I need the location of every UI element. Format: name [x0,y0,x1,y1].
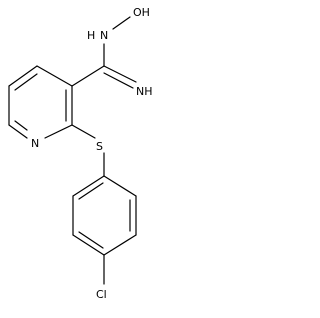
chlorine-substituent: Cl [96,254,107,301]
pyridine-bond-c4-c5-inner [14,73,38,91]
phenyl-bond-6-1 [103,175,137,197]
phenyl-bond-1-2 [72,175,105,197]
pyridine-bond-c6-n1-inner [14,120,28,131]
pyridine-bond-n1-c2 [44,124,73,139]
pyridine-bond-c4-c5 [8,65,38,87]
bond-amidine-carbon-imine-second [103,72,134,89]
chemical-structure-diagram: OH N H NH N S Cl [8,6,153,301]
pyridine-bond-c6-n1 [8,124,28,139]
phenyl-bond-3-4 [72,234,105,256]
pyridine-n-label: N [31,137,39,150]
thioether-linkage: S [71,124,105,177]
bond-c3-amidine-carbon [71,65,105,87]
imine-label: NH [136,85,153,98]
amidoxime-n-label: N [100,29,108,42]
phenyl-bond-3-4-inner [78,231,104,249]
sulfur-label: S [96,140,103,153]
bond-amidine-carbon-imine [103,65,137,83]
chlorine-label: Cl [96,288,107,301]
amidoxime-group: OH N H NH [71,6,153,98]
hydroxy-label: OH [133,6,150,19]
chlorophenyl-ring [72,175,137,256]
bond-c2-s [71,124,96,139]
amidoxime-h-label: H [87,29,95,42]
pyridine-ring [8,65,73,139]
phenyl-bond-4-5 [103,234,137,256]
phenyl-bond-1-2-inner [78,182,104,200]
bond-n-o [112,16,131,30]
pyridine-bond-c3-c4 [36,65,73,87]
